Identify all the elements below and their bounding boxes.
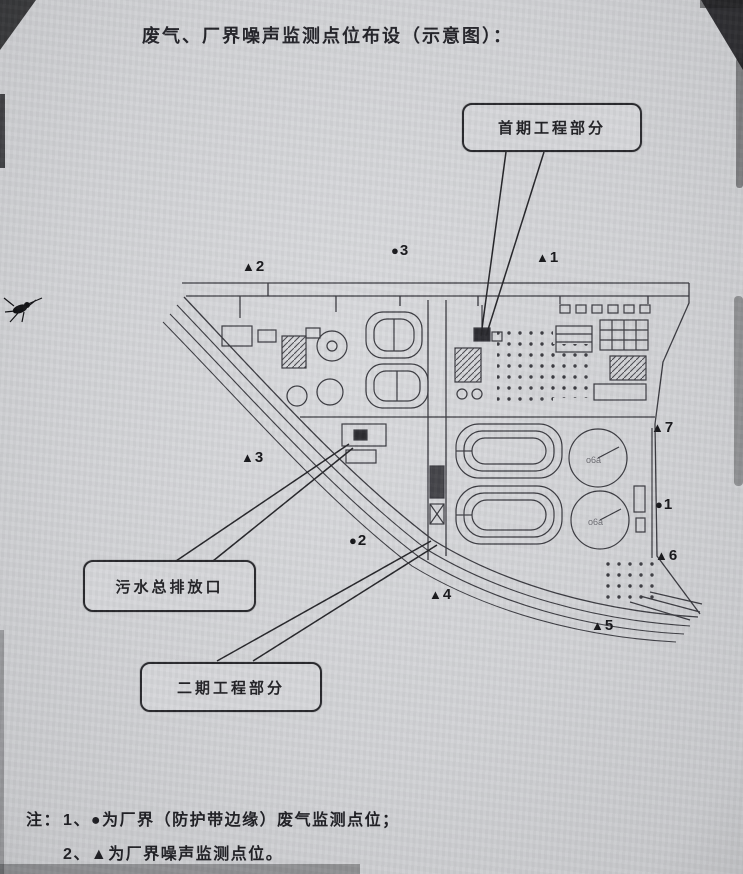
- triangle-icon: ▲: [591, 618, 604, 633]
- marker-number: 1: [549, 249, 559, 266]
- legend-notes: 注： 1、●为厂界（防护带边缘）废气监测点位； 2、▲为厂界噪声监测点位。: [26, 806, 400, 874]
- marker-number: 2: [357, 532, 367, 549]
- triangle-icon: ▲: [536, 250, 549, 265]
- callout-phase2: 二期工程部分: [140, 662, 322, 712]
- triangle-icon: ▲: [655, 548, 668, 563]
- insect-artifact: [3, 297, 43, 323]
- marker-number: 3: [399, 242, 409, 259]
- noise-monitor-point-6: ▲6: [655, 548, 677, 563]
- circle-icon: ●: [655, 497, 663, 512]
- page-title: 废气、厂界噪声监测点位布设（示意图）：: [142, 26, 513, 46]
- gas-monitor-point-3: ●3: [391, 243, 408, 258]
- phase2-buildings: o6a o6a: [341, 423, 703, 621]
- circle-icon: ●: [349, 533, 357, 548]
- marker-number: 6: [668, 547, 678, 564]
- noise-monitor-point-4: ▲4: [429, 587, 451, 602]
- clarifier-label: o6a: [588, 517, 603, 527]
- noise-monitor-point-3: ▲3: [241, 450, 263, 465]
- circle-icon: ●: [391, 243, 399, 258]
- noise-monitor-point-7: ▲7: [651, 420, 673, 435]
- triangle-icon: ▲: [241, 450, 254, 465]
- note-label: 注：: [26, 812, 62, 829]
- marker-number: 2: [255, 258, 265, 275]
- noise-monitor-point-1: ▲1: [536, 250, 558, 265]
- callout-phase2-label: 二期工程部分: [176, 679, 285, 697]
- triangle-icon: ▲: [242, 259, 255, 274]
- marker-number: 3: [254, 449, 264, 466]
- callout-phase1: 首期工程部分: [462, 103, 642, 152]
- note-noise-points: 2、▲为厂界噪声监测点位。: [63, 846, 284, 863]
- callout-outfall-label: 污水总排放口: [115, 578, 224, 596]
- noise-monitor-point-5: ▲5: [591, 618, 613, 633]
- triangle-icon: ▲: [429, 587, 442, 602]
- marker-number: 1: [663, 496, 673, 513]
- gas-monitor-point-1: ●1: [655, 497, 672, 512]
- leader-lines: [175, 151, 545, 662]
- clarifier-label: o6a: [586, 455, 601, 465]
- tree-areas: [497, 328, 658, 600]
- callout-phase1-label: 首期工程部分: [497, 120, 606, 137]
- marker-number: 4: [442, 586, 452, 603]
- marker-number: 5: [604, 617, 614, 634]
- triangle-icon: ▲: [651, 420, 664, 435]
- marker-number: 7: [664, 419, 674, 436]
- noise-monitor-point-2: ▲2: [242, 259, 264, 274]
- callout-outfall: 污水总排放口: [83, 560, 256, 612]
- gas-monitor-point-2: ●2: [349, 533, 366, 548]
- note-gas-points: 1、●为厂界（防护带边缘）废气监测点位；: [63, 812, 400, 829]
